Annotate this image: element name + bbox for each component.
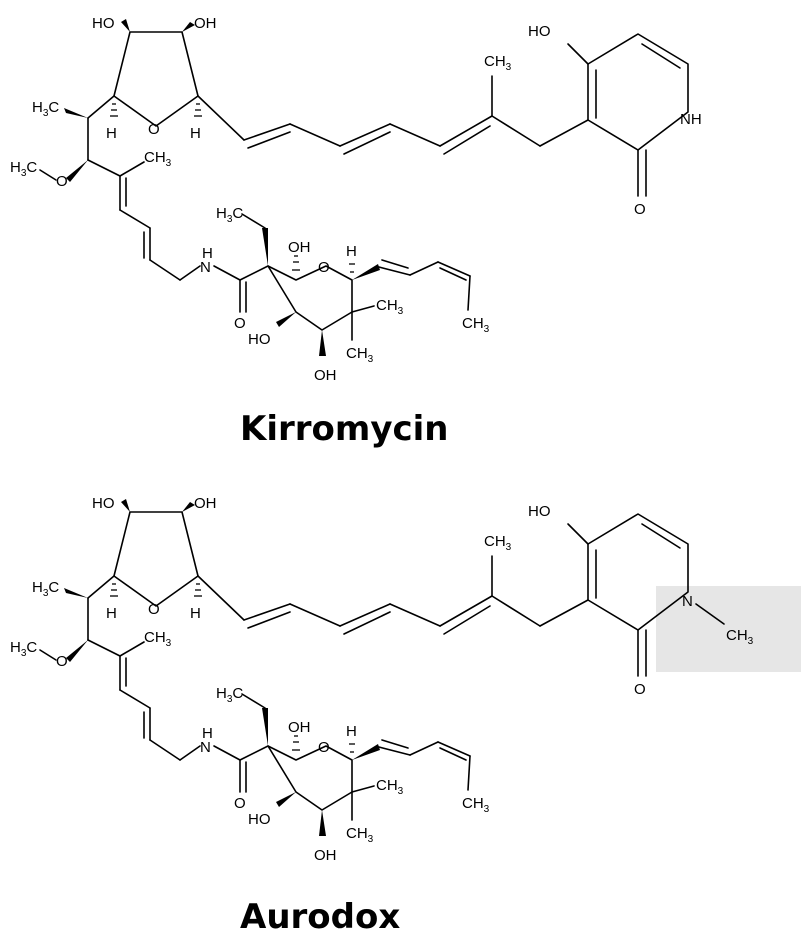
label-h-amide: H bbox=[202, 725, 213, 742]
label-o-methoxy: O bbox=[56, 653, 68, 670]
label-h3c: H3C bbox=[32, 99, 59, 119]
kirromycin-structure: HO OH O H H H3C H3C O CH3 CH3 HO NH O H3… bbox=[10, 15, 702, 449]
label-ch3-tail: CH3 bbox=[462, 315, 490, 335]
label-ch3-gem2: CH3 bbox=[346, 345, 374, 365]
label-o-furan: O bbox=[148, 601, 160, 618]
label-oh-pyran-bottom: OH bbox=[314, 847, 337, 864]
label-o-carbonyl: O bbox=[634, 201, 646, 218]
label-h-right: H bbox=[190, 605, 201, 622]
label-h-amide: H bbox=[202, 245, 213, 262]
label-ch3-gem2: CH3 bbox=[346, 825, 374, 845]
label-h3c-methoxy: H3C bbox=[10, 639, 37, 659]
label-oh-pyran-bottom: OH bbox=[314, 367, 337, 384]
label-h3c-methoxy: H3C bbox=[10, 159, 37, 179]
molecule-name-aurodox: Aurodox bbox=[240, 897, 400, 937]
label-h-pyran: H bbox=[346, 243, 357, 260]
label-h-left: H bbox=[106, 605, 117, 622]
molecule-name-kirromycin: Kirromycin bbox=[240, 409, 449, 449]
label-oh: OH bbox=[194, 15, 217, 32]
label-h3c-ethyl: H3C bbox=[216, 205, 243, 225]
label-ho-pyridone: HO bbox=[528, 23, 551, 40]
label-n-methyl: N bbox=[682, 593, 693, 610]
label-n-amide: N bbox=[200, 739, 211, 756]
label-nh: NH bbox=[680, 111, 702, 128]
label-ho-pyran: HO bbox=[248, 331, 271, 348]
label-ch3-gem1: CH3 bbox=[376, 297, 404, 317]
label-o-amide: O bbox=[234, 795, 246, 812]
label-oh: OH bbox=[194, 495, 217, 512]
label-h3c-ethyl: H3C bbox=[216, 685, 243, 705]
aurodox-structure: HO OH O H H H3C H3C O CH3 CH3 HO N CH3 O… bbox=[10, 495, 801, 937]
label-ho: HO bbox=[92, 495, 115, 512]
label-h-pyran: H bbox=[346, 723, 357, 740]
label-ch3-chain: CH3 bbox=[144, 629, 172, 649]
label-h-left: H bbox=[106, 125, 117, 142]
label-ho-pyridone: HO bbox=[528, 503, 551, 520]
label-o-pyran: O bbox=[318, 739, 330, 756]
label-ch3-gem1: CH3 bbox=[376, 777, 404, 797]
label-ch3-top: CH3 bbox=[484, 533, 512, 553]
label-ch3-n: CH3 bbox=[726, 627, 754, 647]
label-ho: HO bbox=[92, 15, 115, 32]
label-ch3-tail: CH3 bbox=[462, 795, 490, 815]
label-h-right: H bbox=[190, 125, 201, 142]
label-o-methoxy: O bbox=[56, 173, 68, 190]
label-o-pyran: O bbox=[318, 259, 330, 276]
label-ch3-chain: CH3 bbox=[144, 149, 172, 169]
label-oh-pyran: OH bbox=[288, 239, 311, 256]
label-o-carbonyl: O bbox=[634, 681, 646, 698]
n-methyl-highlight bbox=[656, 586, 801, 672]
label-o-furan: O bbox=[148, 121, 160, 138]
label-o-amide: O bbox=[234, 315, 246, 332]
label-ch3-top: CH3 bbox=[484, 53, 512, 73]
label-h3c: H3C bbox=[32, 579, 59, 599]
label-n-amide: N bbox=[200, 259, 211, 276]
label-ho-pyran: HO bbox=[248, 811, 271, 828]
n-methyl-bond bbox=[695, 603, 725, 625]
label-oh-pyran: OH bbox=[288, 719, 311, 736]
